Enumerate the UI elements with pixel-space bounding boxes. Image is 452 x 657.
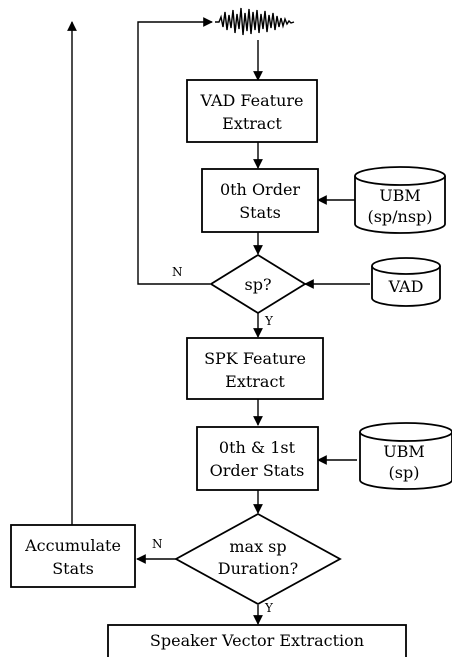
- speaker-vector-extraction-box: [107, 624, 407, 657]
- spk-feature-line2: Extract: [225, 372, 285, 391]
- sp-decision-label: sp?: [244, 275, 271, 294]
- waveform-icon: [215, 7, 295, 36]
- sp-yes-label: Y: [264, 314, 274, 328]
- zeroth-stats-line1: 0th Order: [220, 180, 300, 199]
- accumulate-stats-box: [10, 524, 136, 588]
- sp-no-label: N: [172, 265, 183, 279]
- vad-model-label: VAD: [388, 277, 424, 296]
- ubm-sp-line1: UBM: [383, 442, 425, 461]
- zeroth-stats-line2: Stats: [239, 203, 281, 222]
- max-yes-label: Y: [264, 601, 274, 615]
- max-duration-diamond: [174, 512, 342, 606]
- sp-decision-diamond: [209, 253, 307, 315]
- ubm-sp-nsp-line1: UBM: [379, 186, 421, 205]
- first-stats-line1: 0th & 1st: [219, 438, 296, 457]
- first-stats-line2: Order Stats: [210, 461, 305, 480]
- max-decision-line1: max sp: [229, 537, 286, 556]
- accumulate-line2: Stats: [52, 559, 94, 578]
- max-no-label: N: [152, 537, 163, 551]
- zeroth-order-stats-box: [201, 168, 319, 233]
- accumulate-line1: Accumulate: [24, 536, 121, 555]
- first-order-stats-box: [196, 426, 319, 491]
- vad-feature-line1: VAD Feature: [199, 91, 303, 110]
- ubm-sp-line2: (sp): [389, 463, 420, 482]
- speaker-vector-label: Speaker Vector Extraction: [150, 631, 364, 650]
- edge-sp-no-loop: [137, 17, 213, 285]
- max-decision-line2: Duration?: [218, 559, 298, 578]
- vad-model-cylinder: [371, 257, 441, 307]
- vad-feature-line2: Extract: [222, 114, 282, 133]
- spk-feature-extract-box: [186, 337, 324, 400]
- ubm-sp-cylinder: [359, 422, 452, 490]
- vad-feature-extract-box: [186, 79, 318, 143]
- spk-feature-line1: SPK Feature: [204, 349, 306, 368]
- ubm-sp-nsp-cylinder: [354, 166, 446, 234]
- ubm-sp-nsp-line2: (sp/nsp): [367, 207, 432, 226]
